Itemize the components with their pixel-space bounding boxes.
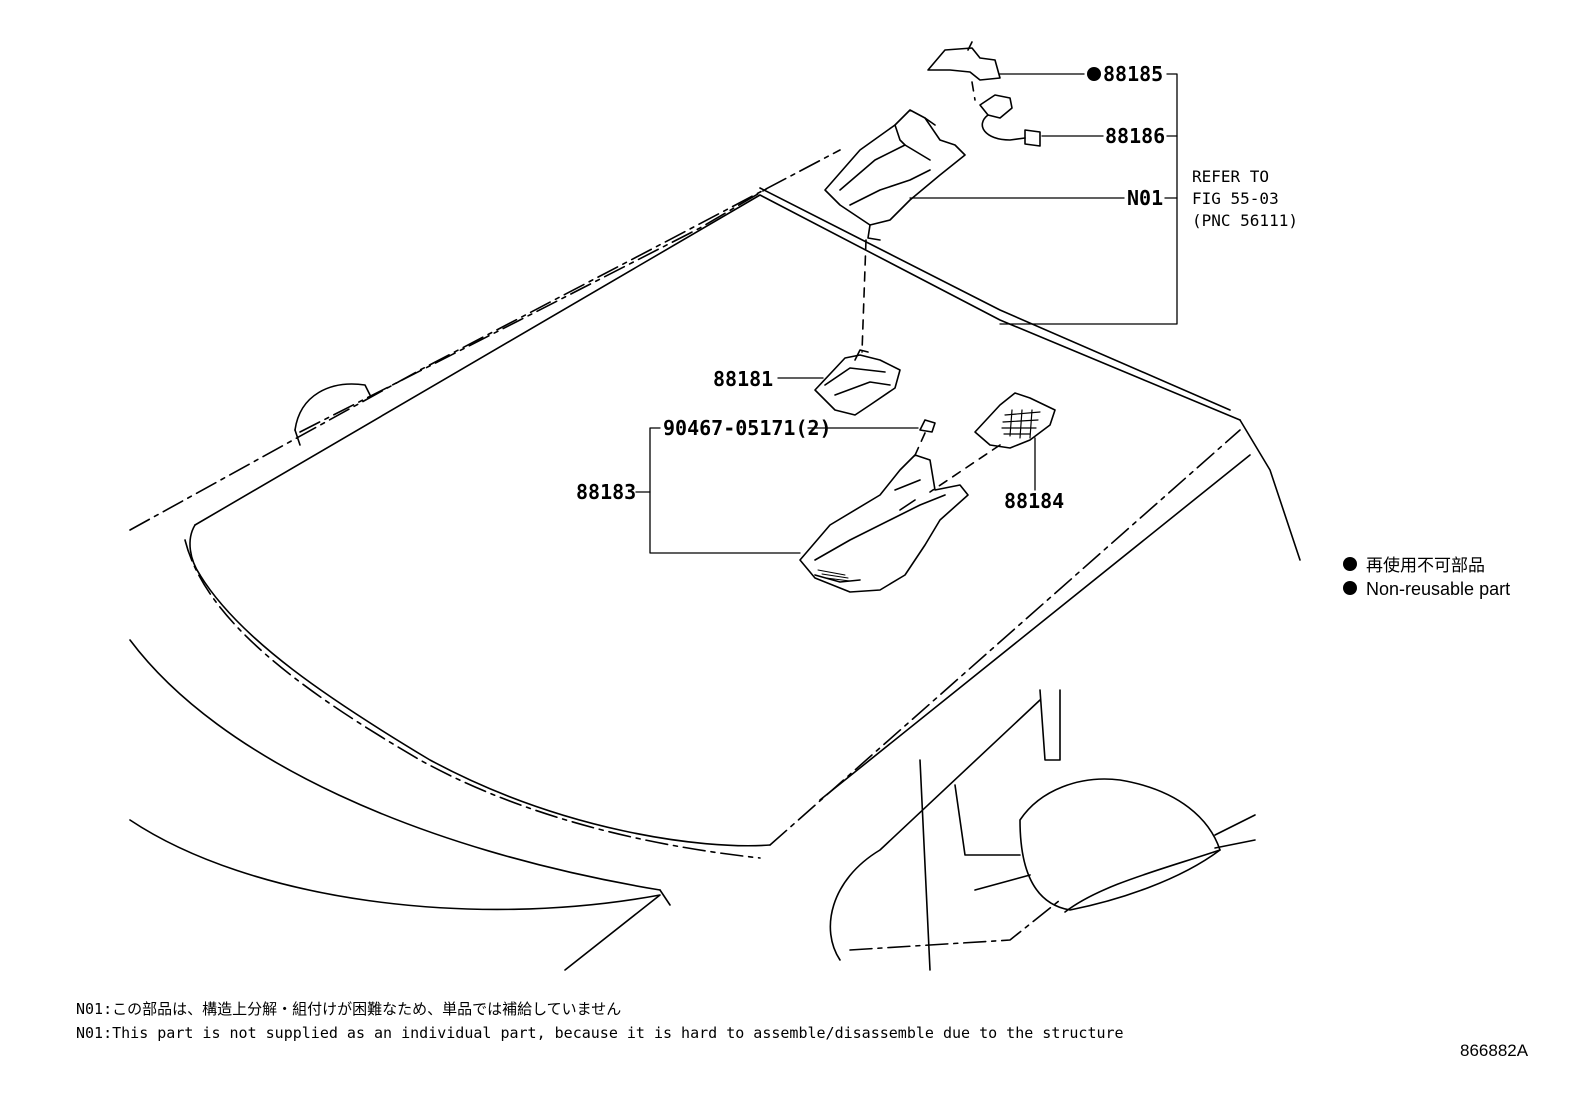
figure-id: 866882A bbox=[1460, 1041, 1529, 1060]
legend-dot-icon-jp bbox=[1343, 557, 1357, 571]
part-90467-clip[interactable] bbox=[919, 419, 936, 433]
label-90467[interactable]: 90467-05171(2) bbox=[663, 416, 832, 440]
label-88184[interactable]: 88184 bbox=[1004, 489, 1064, 513]
side-mirror-left bbox=[294, 383, 371, 431]
assembly-lines bbox=[861, 81, 1001, 493]
part-88185-bracket-plate[interactable] bbox=[927, 41, 1001, 81]
label-88183[interactable]: 88183 bbox=[576, 480, 636, 504]
part-88184-inner-cover[interactable] bbox=[974, 392, 1056, 449]
side-mirror-right bbox=[1019, 778, 1221, 911]
label-N01[interactable]: N01 bbox=[1127, 186, 1163, 210]
part-88183-cover[interactable] bbox=[799, 454, 969, 593]
part-88186-wire-harness[interactable] bbox=[979, 94, 1041, 147]
part-N01-housing-bracket[interactable] bbox=[824, 109, 966, 241]
legend-jp: 再使用不可部品 bbox=[1366, 555, 1485, 575]
leader-lines bbox=[635, 73, 1178, 554]
refer-line-2: FIG 55-03 bbox=[1192, 189, 1279, 208]
legend-dot-icon-en bbox=[1343, 581, 1357, 595]
refer-line-1: REFER TO bbox=[1192, 167, 1269, 186]
label-88181[interactable]: 88181 bbox=[713, 367, 773, 391]
label-88185[interactable]: 88185 bbox=[1103, 62, 1163, 86]
label-88186[interactable]: 88186 bbox=[1105, 124, 1165, 148]
legend-en: Non-reusable part bbox=[1366, 579, 1510, 599]
note-jp: N01:この部品は、構造上分解・組付けが困難なため、単品では補給していません bbox=[76, 1000, 621, 1018]
refer-line-3: (PNC 56111) bbox=[1192, 211, 1298, 230]
part-88181-sensor-module[interactable] bbox=[814, 349, 901, 416]
note-en: N01:This part is not supplied as an indi… bbox=[76, 1024, 1124, 1042]
non-reusable-marker-icon bbox=[1087, 67, 1101, 81]
car-body-outline bbox=[129, 149, 1301, 971]
